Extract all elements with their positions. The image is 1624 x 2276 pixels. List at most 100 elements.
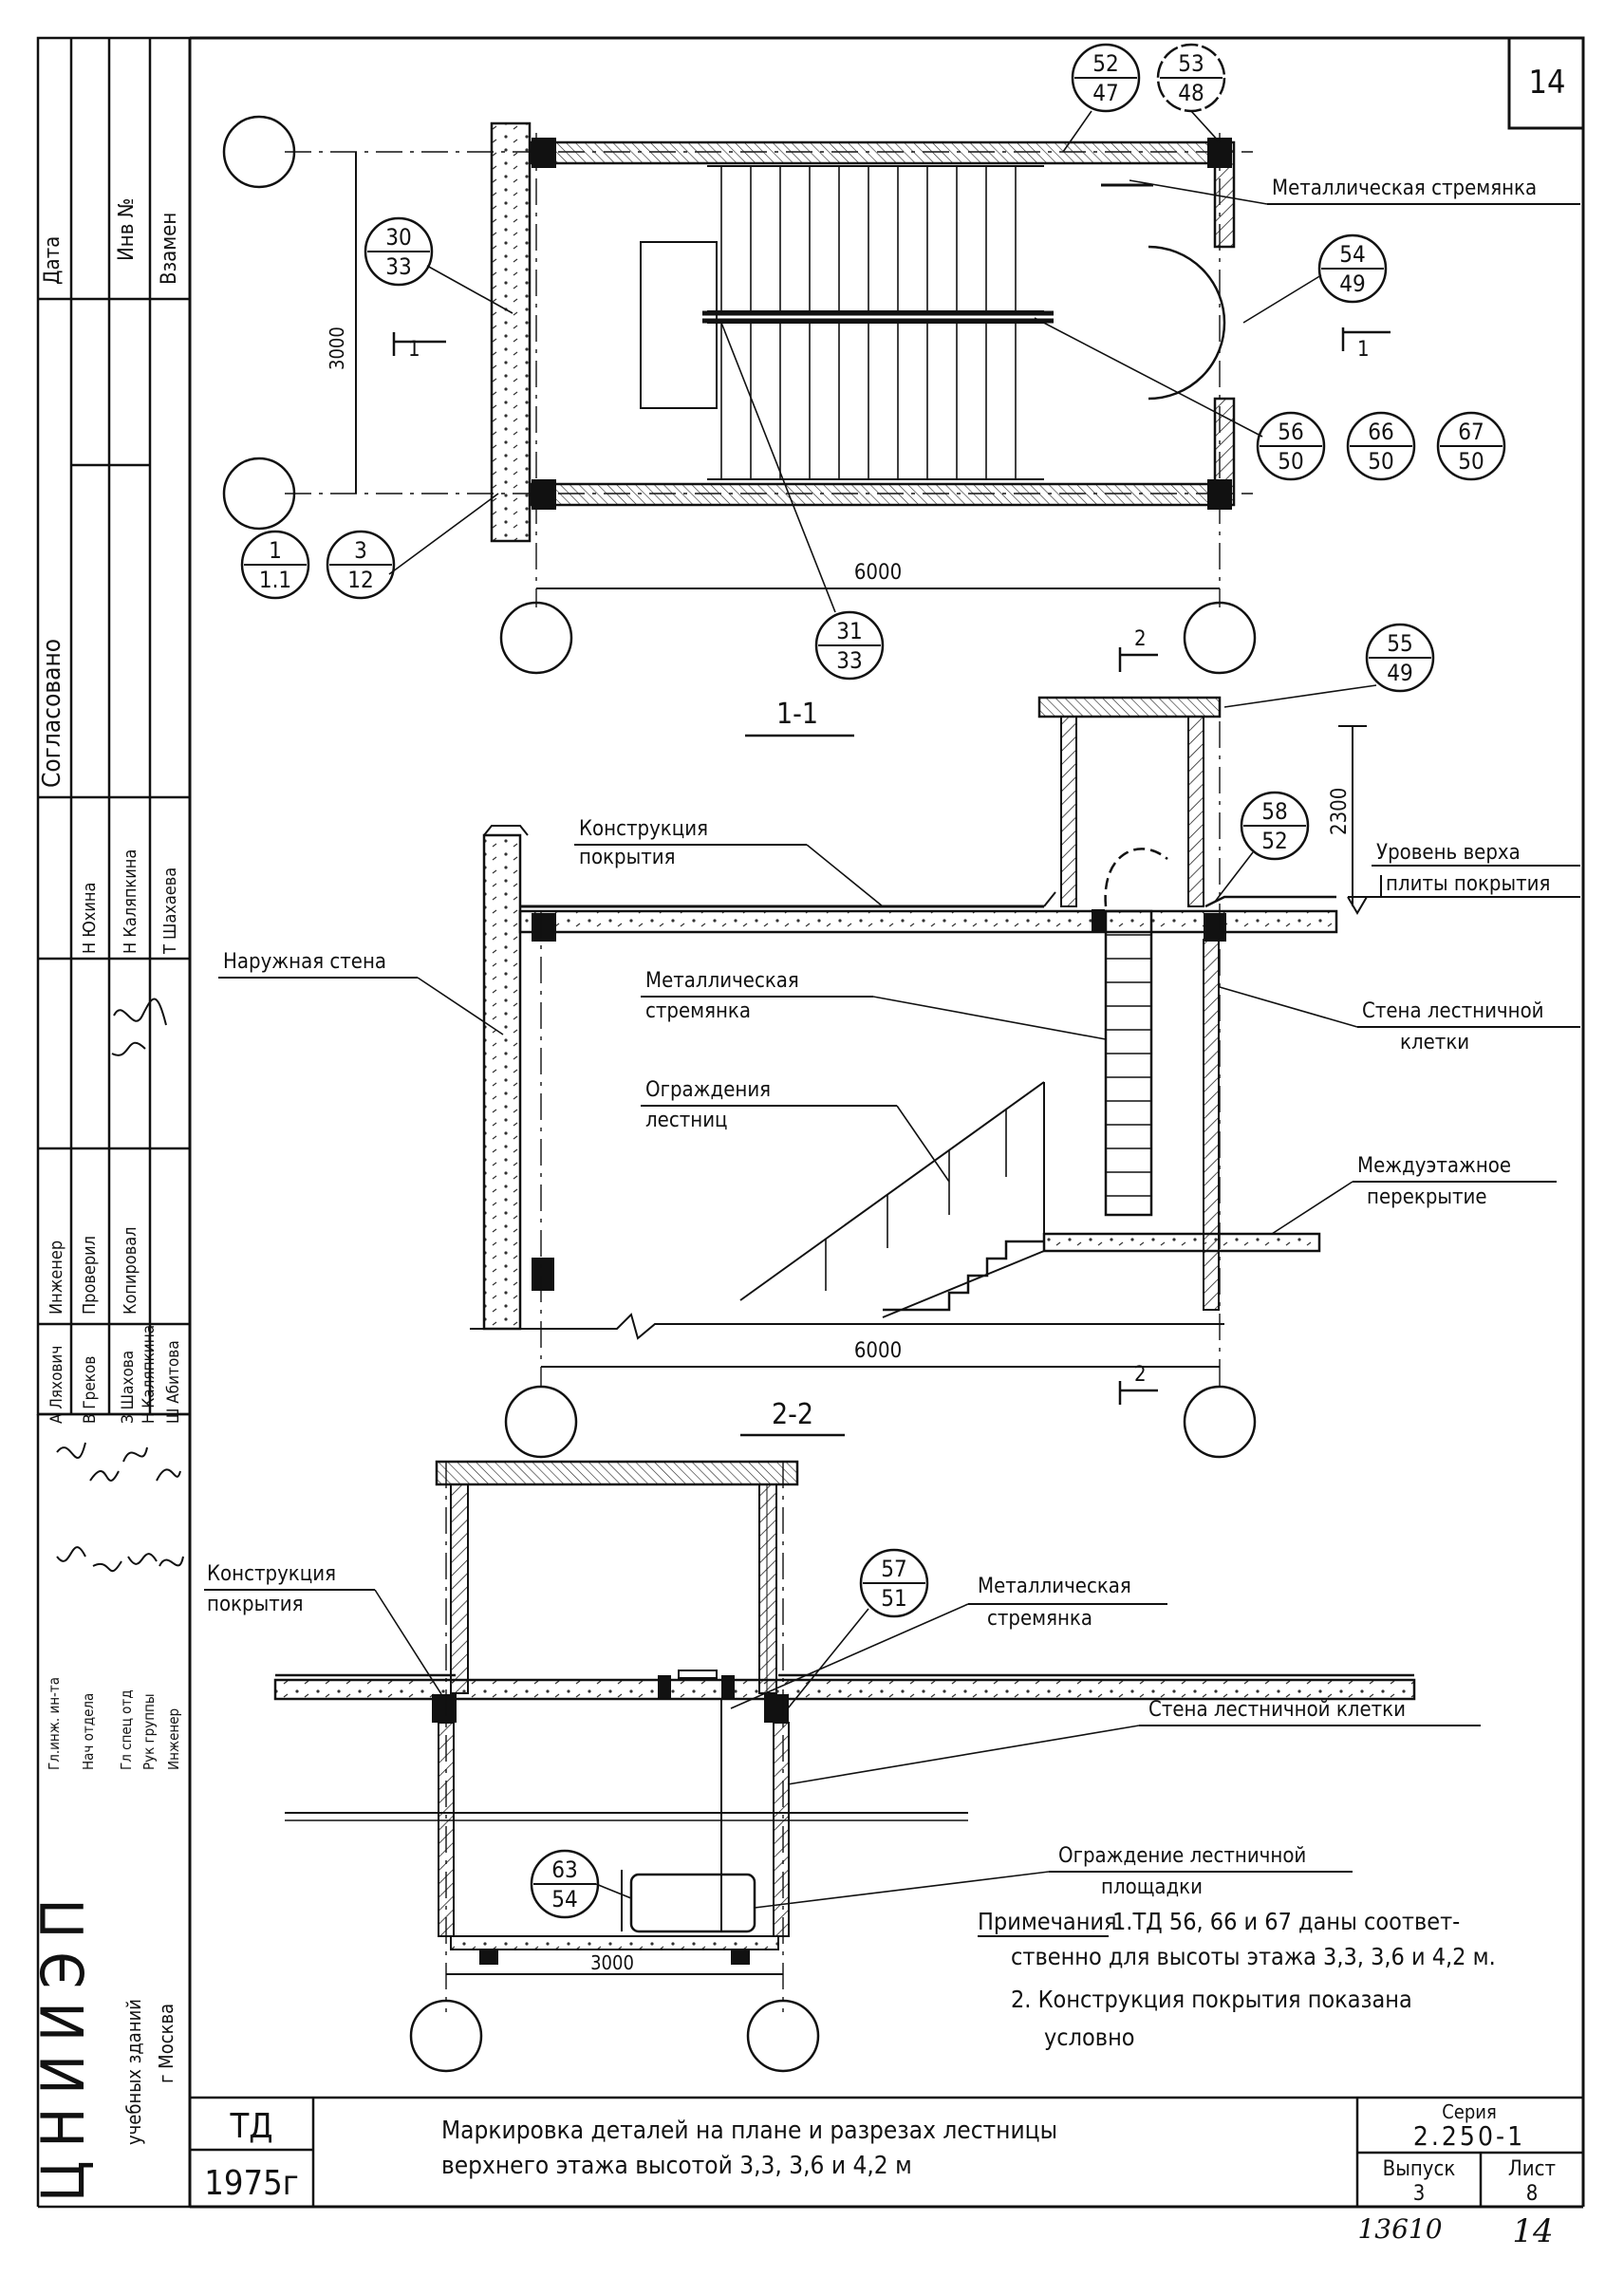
stamp-name-b4: Н Каляпкина [140, 1325, 159, 1424]
svg-text:50: 50 [1368, 448, 1393, 475]
section-1-title: 1-1 [776, 698, 818, 731]
section-1-callout-text: 55 49 58 52 [1261, 630, 1412, 854]
section-1-dim-height: 2300 [1328, 788, 1352, 835]
section-2-labels: Конструкция покрытия Металлическая стрем… [204, 1562, 1481, 1909]
tb-year: 1975г [204, 2164, 298, 2203]
svg-text:покрытия: покрытия [207, 1593, 304, 1616]
svg-text:54: 54 [551, 1886, 577, 1912]
notes-heading: Примечания. [978, 1908, 1124, 1935]
stamp-institute: ЦНИИЭП [28, 1885, 98, 2202]
stamp-name-a2: Н Каляпкина [121, 849, 140, 954]
svg-text:50: 50 [1458, 448, 1484, 475]
svg-text:Конструкция: Конструкция [579, 817, 708, 841]
svg-text:покрытия: покрытия [579, 846, 676, 869]
svg-text:63: 63 [551, 1856, 577, 1883]
stamp-role-b1: Гл.инж. ин-та [46, 1677, 63, 1770]
stamp-role-b4: Рук группы [140, 1693, 158, 1770]
svg-text:56: 56 [1278, 419, 1303, 445]
svg-text:53: 53 [1178, 50, 1204, 77]
svg-text:площадки: площадки [1101, 1875, 1203, 1899]
stamp-name-b1: А Ляхович [47, 1346, 66, 1424]
stamp-role-a2: Проверил [80, 1236, 100, 1315]
notes-line1: 1.ТД 56, 66 и 67 даны соответ- [1112, 1908, 1460, 1935]
title-block [190, 2096, 1583, 2207]
svg-text:54: 54 [1339, 241, 1365, 268]
svg-text:52: 52 [1092, 50, 1118, 77]
section-1-dim-width: 6000 [854, 1339, 902, 1363]
plan-dim-height: 3000 [326, 326, 348, 370]
svg-text:стремянка: стремянка [645, 999, 751, 1023]
svg-text:лестниц: лестниц [645, 1109, 728, 1132]
svg-text:Стена лестничной: Стена лестничной [1362, 999, 1544, 1023]
plan-label-metal-ladder: Металлическая стремянка [1272, 177, 1537, 200]
svg-text:66: 66 [1368, 419, 1393, 445]
plan-callout-text: 52 47 53 48 54 49 30 33 56 50 66 50 67 5… [259, 50, 1484, 674]
section-2-title: 2-2 [772, 1398, 813, 1431]
svg-text:Металлическая: Металлическая [645, 969, 799, 993]
tb-title-1: Маркировка деталей на плане и разрезах л… [441, 2117, 1057, 2145]
svg-text:Ограждения: Ограждения [645, 1078, 771, 1102]
tb-issue-label: Выпуск [1383, 2157, 1456, 2181]
stamp-name-a3: Т Шахаева [160, 867, 180, 955]
left-stamp [36, 36, 192, 2209]
sheet-frame [188, 36, 1585, 2209]
stamp-agreed: Согласовано [38, 639, 66, 788]
tb-issue-value: 3 [1413, 2182, 1426, 2206]
tb-code: ТД [229, 2107, 272, 2146]
tb-sheet-label: Лист [1508, 2157, 1556, 2181]
section-2-dim-width: 3000 [590, 1951, 634, 1974]
section-2-2: 2-2 300 [273, 1398, 1416, 2073]
svg-text:Конструкция: Конструкция [207, 1562, 336, 1586]
plan-section-mark-right: 1 [1357, 338, 1370, 362]
svg-text:2: 2 [1134, 627, 1147, 651]
tb-bottom-number: 13610 [1357, 2213, 1442, 2245]
svg-text:33: 33 [385, 253, 411, 280]
stamp-role-a1: Инженер [47, 1241, 66, 1315]
svg-text:67: 67 [1458, 419, 1484, 445]
svg-text:52: 52 [1261, 828, 1287, 854]
notes-line3: 2. Конструкция покрытия показана [1011, 1986, 1412, 2013]
stamp-name-b2: В Греков [81, 1356, 100, 1424]
svg-text:31: 31 [836, 618, 862, 644]
svg-text:33: 33 [836, 647, 862, 674]
svg-text:50: 50 [1278, 448, 1303, 475]
svg-text:49: 49 [1387, 660, 1412, 686]
section-1-labels: Конструкция покрытия Уровень верха плиты… [218, 817, 1580, 1235]
stamp-role-a3: Копировал [121, 1226, 140, 1315]
tb-series-label: Серия [1442, 2100, 1497, 2123]
svg-text:Ограждение лестничной: Ограждение лестничной [1058, 1844, 1306, 1868]
svg-text:плиты покрытия: плиты покрытия [1386, 872, 1550, 896]
svg-text:Наружная стена: Наружная стена [223, 950, 386, 974]
svg-text:48: 48 [1178, 80, 1204, 106]
plan-section-mark-left: 1 [408, 338, 420, 362]
section-2-callouts [530, 1548, 929, 1919]
svg-text:Металлическая: Металлическая [978, 1575, 1131, 1598]
notes: Примечания. 1.ТД 56, 66 и 67 даны соотве… [978, 1908, 1496, 2051]
stamp-replace: Взамен [158, 213, 181, 285]
stamp-name-b3: З Шахова [119, 1351, 138, 1424]
plan-view: 6000 3000 1 1 Металлическая стремянка [222, 115, 1580, 675]
svg-text:Междуэтажное: Междуэтажное [1357, 1154, 1511, 1178]
svg-text:клетки: клетки [1400, 1031, 1469, 1054]
svg-text:49: 49 [1339, 271, 1365, 297]
svg-text:55: 55 [1387, 630, 1412, 657]
stamp-role-b3: Гл спец отд [118, 1689, 135, 1770]
left-stamp-text: Дата Инв № Взамен Согласовано Н Юхина Н … [28, 198, 183, 2202]
signatures [56, 998, 184, 1573]
plan-callouts [240, 43, 1506, 681]
plan-dim-width: 6000 [854, 561, 902, 585]
svg-text:51: 51 [881, 1585, 906, 1612]
stamp-inv: Инв № [115, 198, 139, 261]
section-2-callout-text: 57 51 63 54 [551, 1556, 906, 1912]
stamp-name-a1: Н Юхина [80, 883, 100, 954]
stamp-institute-sub1: учебных зданий [122, 1999, 145, 2145]
title-block-text: ТД 1975г Маркировка деталей на плане и р… [204, 2100, 1556, 2250]
section-1-callouts [1214, 623, 1435, 903]
notes-line4: условно [1044, 2024, 1135, 2051]
section-1-1: 1-1 2 2 [470, 627, 1580, 1459]
tb-bottom-sheet: 14 [1512, 2212, 1553, 2250]
stamp-role-b2: Нач отдела [80, 1693, 97, 1770]
stamp-name-b5: Ш Абитова [164, 1340, 183, 1424]
notes-line2: ственно для высоты этажа 3,3, 3,6 и 4,2 … [1011, 1943, 1496, 1970]
